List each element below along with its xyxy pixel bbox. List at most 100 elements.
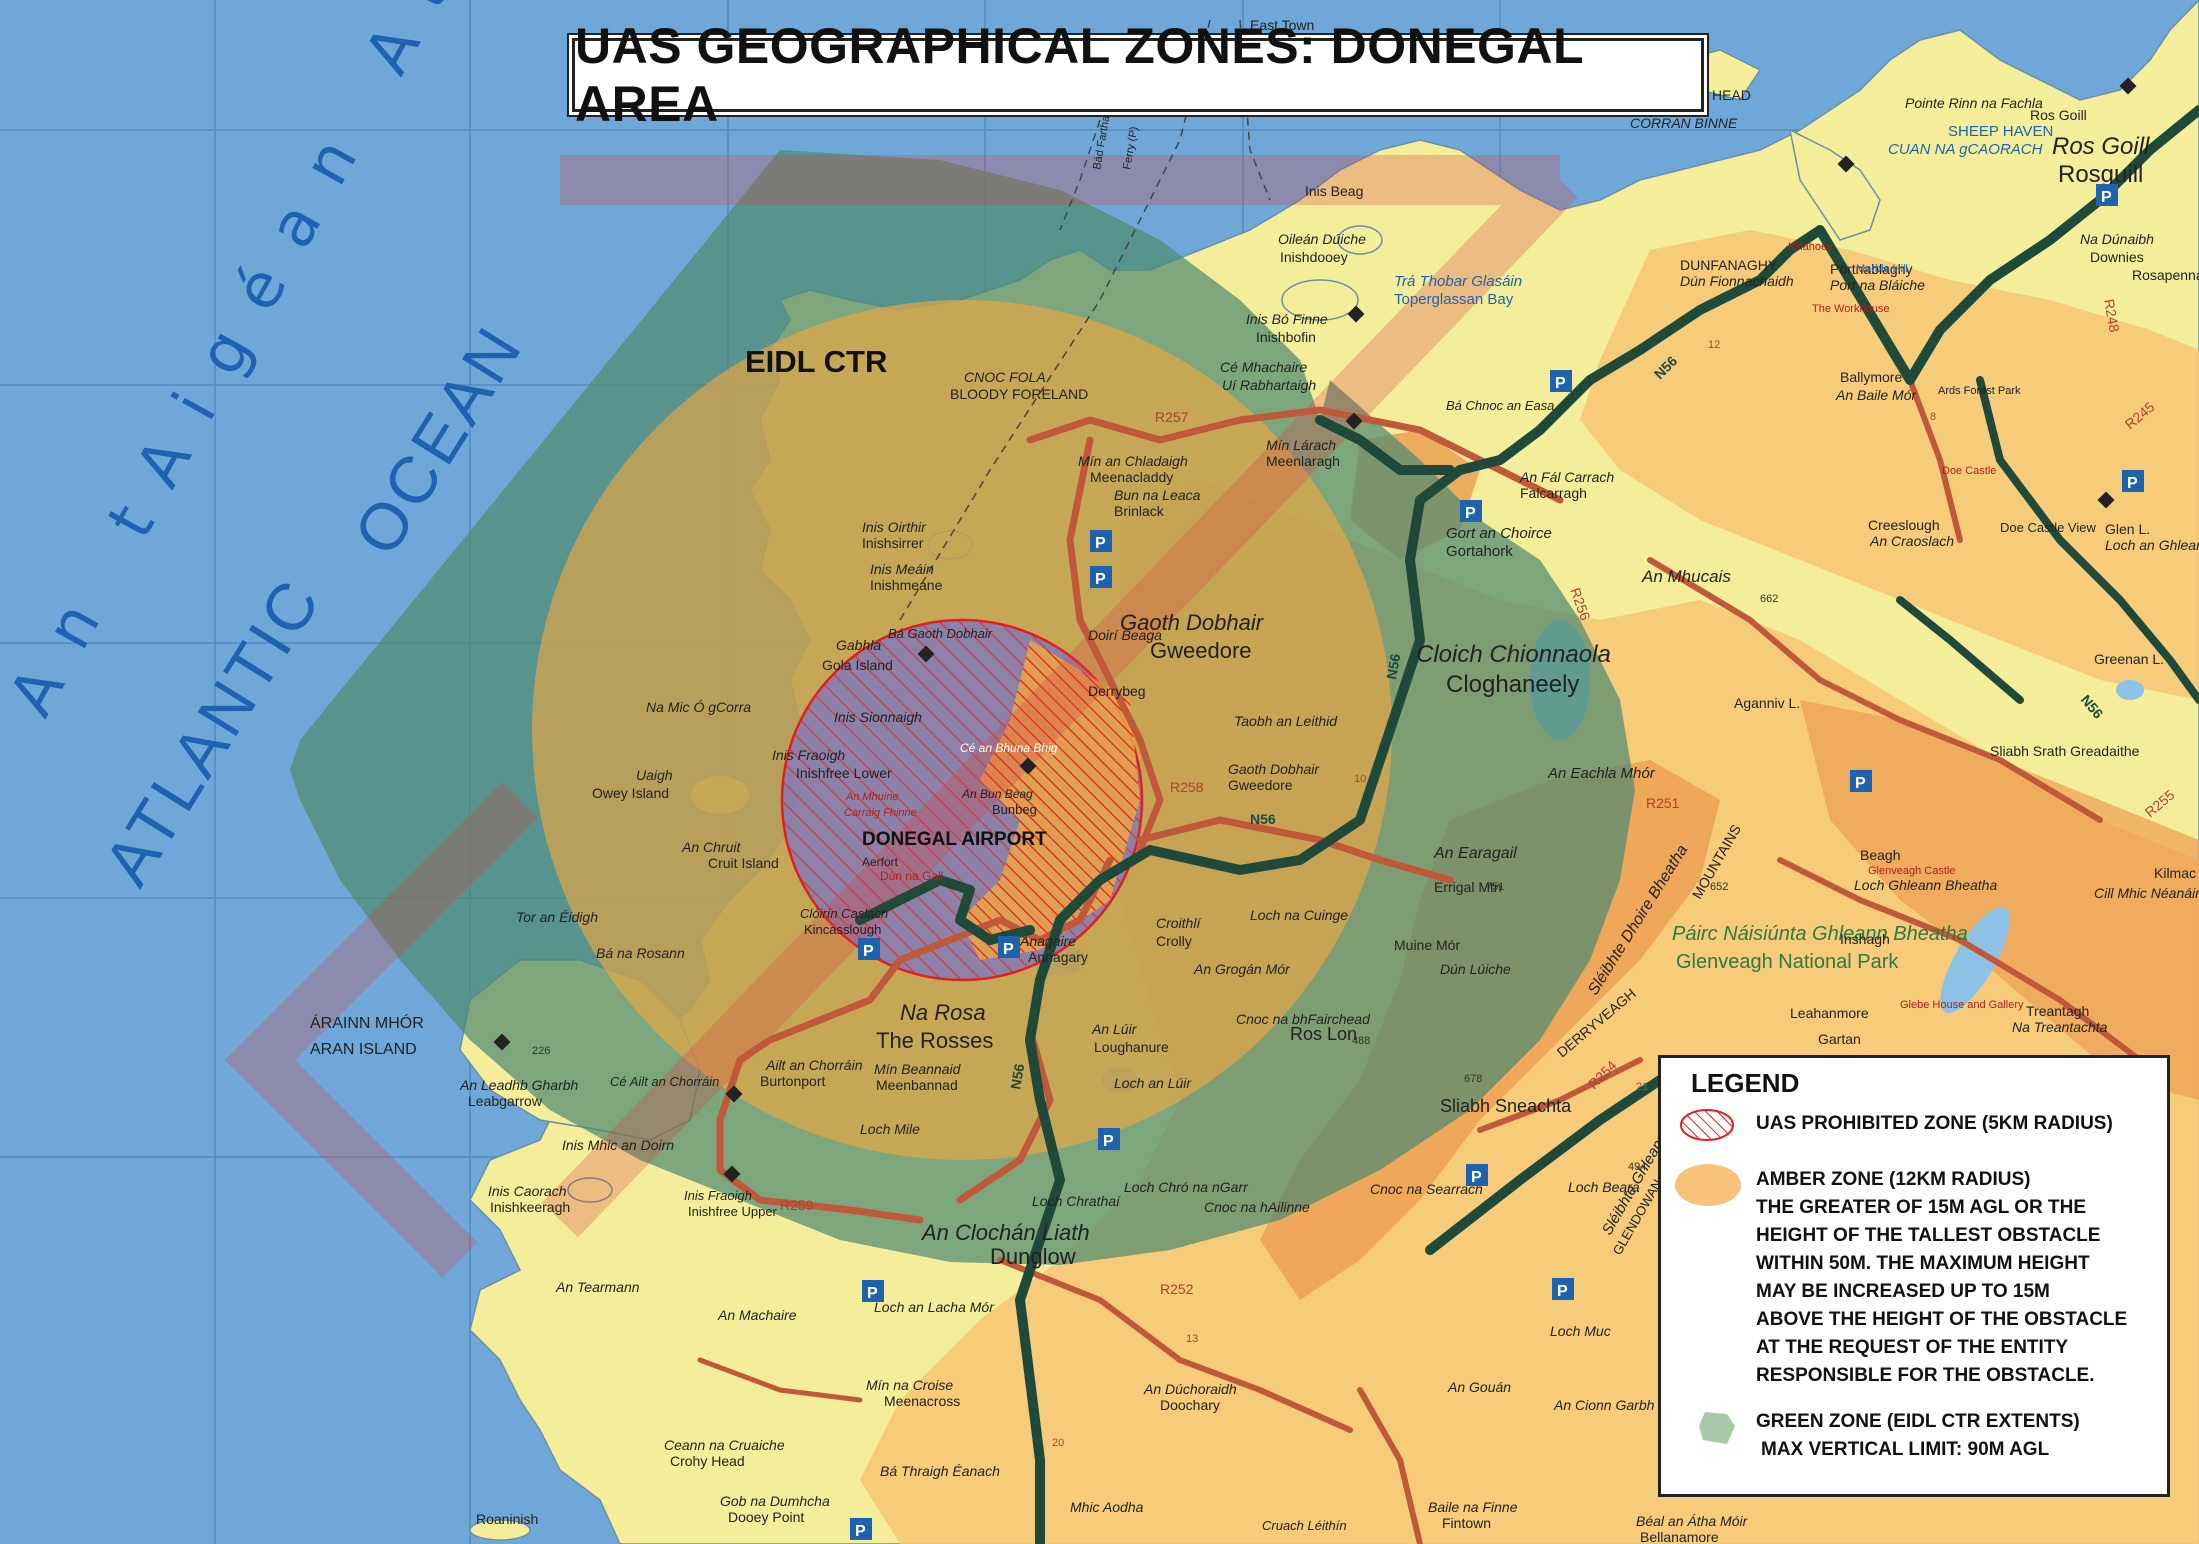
place-label: Leahanmore: [1790, 1005, 1869, 1021]
place-label: Bá na Rosann: [596, 945, 685, 961]
place-label: Gaoth Dobhair: [1120, 610, 1265, 635]
upland-high-2: [1800, 700, 2199, 1100]
place-label: Trá Thobar Glasáin: [1394, 273, 1522, 290]
place-label: Glen L.: [2105, 521, 2150, 537]
place-label: Cnoc na Searrach: [1370, 1181, 1483, 1197]
place-label: Doochary: [1160, 1397, 1220, 1413]
place-label: Beagh: [1860, 847, 1900, 863]
green-zone-swatch: [1699, 1412, 1735, 1444]
place-label: An Cionn Garbh: [1553, 1397, 1655, 1413]
place-label: Dooey Point: [728, 1509, 804, 1525]
place-label: Crohy Head: [670, 1453, 745, 1469]
place-label: Kilmac: [2154, 865, 2196, 881]
parking-markers: P P P P P P P P P P P P P P: [850, 184, 2144, 1540]
inishbofin-land: [1281, 279, 1359, 321]
spot-height: 12: [1708, 339, 1720, 351]
place-label: Cloghaneely: [1446, 671, 1579, 698]
lake: [1940, 907, 2010, 1013]
place-label: Toperglassan Bay: [1394, 291, 1514, 308]
place-label: Croithlí: [1156, 915, 1202, 931]
place-label: Roaninish: [476, 1511, 538, 1527]
legend-heading: LEGEND: [1691, 1068, 1800, 1098]
svg-text:P: P: [867, 1285, 878, 1302]
place-label: Leabgarrow: [468, 1093, 543, 1109]
place-label: CORRÁN BINNE: [1630, 115, 1738, 131]
place-label: Brinlack: [1114, 503, 1165, 519]
legend-green-text: MAX VERTICAL LIMIT: 90M AGL: [1761, 1439, 2050, 1460]
place-label: Doe Castle: [1942, 465, 1996, 477]
ctr-label: EIDL CTR: [745, 344, 887, 379]
place-label: CNOC FOLA: [964, 369, 1046, 385]
road-label-r251: R251: [1646, 795, 1680, 811]
parking-icon: P: [858, 938, 880, 960]
legend-amber-text: THE GREATER OF 15M AGL OR THE HEIGHT OF …: [1756, 1197, 2128, 1386]
place-label: Inishsirrer: [862, 535, 924, 551]
place-label: Crolly: [1156, 933, 1192, 949]
road-label-n56: N56: [1250, 811, 1276, 827]
place-label: An Leadhb Gharbh: [459, 1077, 579, 1093]
place-label: CUAN NA gCAORACH: [1888, 141, 2043, 158]
svg-text:P: P: [1555, 375, 1566, 392]
place-label: Ceann na Cruaiche: [664, 1437, 785, 1453]
place-label: Bellanamore: [1640, 1529, 1719, 1544]
place-label: An Eachla Mhór: [1547, 765, 1656, 782]
place-label: Cloich Chionnaola: [1416, 641, 1611, 668]
place-label: Downies: [2090, 249, 2144, 265]
place-label: Doe Castle View: [2000, 520, 2096, 535]
place-label: Loch an Ghleanna: [2105, 537, 2199, 553]
place-label: Loch Beara: [1568, 1179, 1640, 1195]
place-label: An Lúir: [1091, 1021, 1138, 1037]
place-label: An Chruit: [681, 839, 741, 855]
svg-text:P: P: [1465, 505, 1476, 522]
place-label: Dún Fionnachaidh: [1680, 273, 1794, 289]
place-label: Cruach Léithín: [1262, 1518, 1347, 1533]
place-label: Oileán Dúiche: [1278, 231, 1366, 247]
place-label: Tor an Éidigh: [516, 909, 598, 925]
parking-icon: P: [1552, 1278, 1574, 1300]
svg-text:P: P: [1855, 775, 1866, 792]
place-label: Inis Fraoigh: [772, 747, 845, 763]
place-label: Meenacladdy: [1090, 469, 1173, 485]
spot-height: 10: [1354, 773, 1366, 785]
draft-watermark: [224, 155, 1579, 1278]
place-label: Inishmeane: [870, 577, 943, 593]
place-label: Glenveagh Castle: [1868, 865, 1955, 877]
road-label-r258: R258: [1170, 779, 1204, 795]
place-label: Ailt an Chorráin: [765, 1057, 863, 1073]
place-label: Annagary: [1028, 949, 1088, 965]
legend-green-title: GREEN ZONE (EIDL CTR EXTENTS): [1756, 1411, 2080, 1432]
place-label: An Baile Mór: [1835, 387, 1917, 403]
svg-text:P: P: [1557, 1283, 1568, 1300]
place-label: Inshagh: [1840, 931, 1890, 947]
place-label: Loch Chrathaí: [1032, 1193, 1122, 1209]
place-label: Inishfree Upper: [688, 1204, 778, 1219]
place-label: Cruit Island: [708, 855, 779, 871]
place-label: Greenan L.: [2094, 651, 2164, 667]
place-label: Bá Gaoth Dobhair: [888, 626, 993, 641]
place-label: Uaigh: [636, 767, 673, 783]
place-label: Cé Mhachaire: [1220, 359, 1307, 375]
place-label: Dún na Gall: [880, 869, 943, 883]
national-road-labels: N56 N56 N56 N56 N56: [1007, 352, 2106, 1090]
svg-text:P: P: [1003, 941, 1014, 958]
place-label: Dún Lúiche: [1440, 961, 1511, 977]
place-label: Mín an Chladaigh: [1078, 453, 1188, 469]
svg-text:P: P: [2127, 475, 2138, 492]
parking-icon: P: [1460, 500, 1482, 522]
place-label: An Gouán: [1447, 1379, 1511, 1395]
place-label: Marble Hill: [1856, 263, 1908, 275]
place-label: Loch an Lacha Mór: [874, 1299, 995, 1315]
place-label: Falcarragh: [1520, 485, 1587, 501]
place-label: Loch an Lúir: [1114, 1075, 1192, 1091]
place-label: Béal an Átha Móir: [1636, 1513, 1749, 1529]
amber-zone-swatch: [1675, 1164, 1741, 1206]
place-label: Na Mic Ó gCorra: [646, 699, 751, 715]
place-label: Gaoth Dobhair: [1228, 761, 1320, 777]
place-label: Taobh an Leithid: [1234, 713, 1338, 729]
svg-text:P: P: [1103, 1133, 1114, 1150]
place-label: Bá Chnoc an Easa: [1446, 398, 1554, 413]
place-label: Dunglow: [990, 1244, 1076, 1269]
place-label: Gabhla: [836, 637, 881, 653]
parking-icon: P: [1850, 770, 1872, 792]
place-label: Loch Chró na nGarr: [1124, 1179, 1249, 1195]
